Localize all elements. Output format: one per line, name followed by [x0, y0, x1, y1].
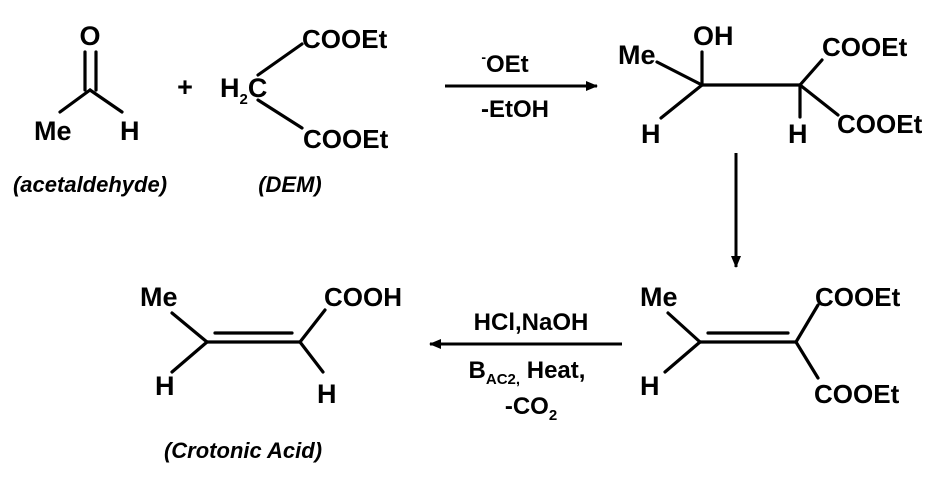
dem-cooet-bottom: COOEt	[303, 124, 389, 154]
step3-arrow-group: HCl,NaOH BAC2, Heat, -CO2	[429, 309, 622, 424]
bond-c-h-left	[170, 340, 209, 374]
ester-cooet-top: COOEt	[815, 282, 901, 312]
bond-me-c	[655, 60, 704, 87]
step1-reagent: -OEt	[481, 49, 528, 78]
crotonic-acid-caption: (Crotonic Acid)	[164, 438, 322, 463]
step3-co-subscript: 2	[549, 407, 557, 424]
ester-h: H	[640, 371, 660, 401]
acetaldehyde-structure: O Me H (acetaldehyde)	[13, 21, 167, 197]
step3-subscript: AC2,	[486, 371, 520, 388]
oxygen-label: O	[79, 21, 100, 51]
step1-arrow-group: -OEt -EtOH	[445, 49, 598, 123]
bond-c-me	[58, 88, 92, 114]
product-h-right: H	[317, 379, 337, 409]
bond-ch2-cooet-bottom	[256, 98, 304, 130]
ch2-h: H	[220, 73, 240, 103]
methyl-label: Me	[34, 116, 72, 146]
plus-sign: +	[177, 72, 193, 102]
step1-byproduct: -EtOH	[481, 96, 549, 123]
bond-c-h-right	[298, 340, 325, 374]
step1-reagent-text: OEt	[486, 51, 529, 78]
ch2-label: H2C	[220, 73, 267, 108]
dem-caption: (DEM)	[258, 172, 322, 197]
step3-co: -CO	[505, 393, 549, 420]
adduct-cooet-top: COOEt	[822, 32, 908, 62]
hydrogen-label: H	[120, 116, 140, 146]
ch2-c: C	[248, 73, 268, 103]
crotonic-acid-structure: Me H COOH H (Crotonic Acid)	[140, 282, 402, 463]
step3-line3: -CO2	[505, 393, 557, 424]
step3-b: B	[469, 357, 486, 384]
bond-c-h-left	[659, 83, 704, 120]
adduct-h-right: H	[788, 119, 808, 149]
bond-c-cooet-top	[794, 303, 820, 344]
dem-cooet-top: COOEt	[302, 24, 388, 54]
dem-structure: H2C COOEt COOEt (DEM)	[220, 24, 389, 197]
bond-me-c	[170, 311, 209, 344]
bond-c-cooet-bottom	[794, 340, 820, 380]
step3-heat: Heat,	[520, 357, 585, 384]
step3-line1: HCl,NaOH	[474, 309, 589, 336]
product-cooh: COOH	[324, 282, 402, 312]
ester-methyl: Me	[640, 282, 678, 312]
product-methyl: Me	[140, 282, 178, 312]
ester-cooet-bottom: COOEt	[814, 379, 900, 409]
acetaldehyde-caption: (acetaldehyde)	[13, 172, 167, 197]
aldol-adduct-structure: Me OH H H COOEt COOEt	[618, 21, 923, 149]
step3-line2: BAC2, Heat,	[469, 357, 586, 388]
bond-ch2-cooet-top	[256, 42, 304, 77]
adduct-methyl: Me	[618, 40, 656, 70]
product-h-left: H	[155, 371, 175, 401]
adduct-h-left: H	[641, 119, 661, 149]
ch2-subscript: 2	[240, 91, 248, 108]
bond-c-cooh	[298, 308, 327, 344]
step1-charge: -	[481, 49, 486, 65]
unsaturated-ester-structure: Me H COOEt COOEt	[640, 282, 901, 409]
bond-me-c	[666, 311, 702, 344]
adduct-cooet-bottom: COOEt	[837, 109, 923, 139]
bond-c-h	[88, 88, 124, 114]
adduct-hydroxyl: OH	[693, 21, 734, 51]
bond-c-cooet-bottom	[798, 83, 840, 117]
bond-c-h	[663, 340, 702, 374]
bond-c-cooet-top	[798, 58, 824, 87]
